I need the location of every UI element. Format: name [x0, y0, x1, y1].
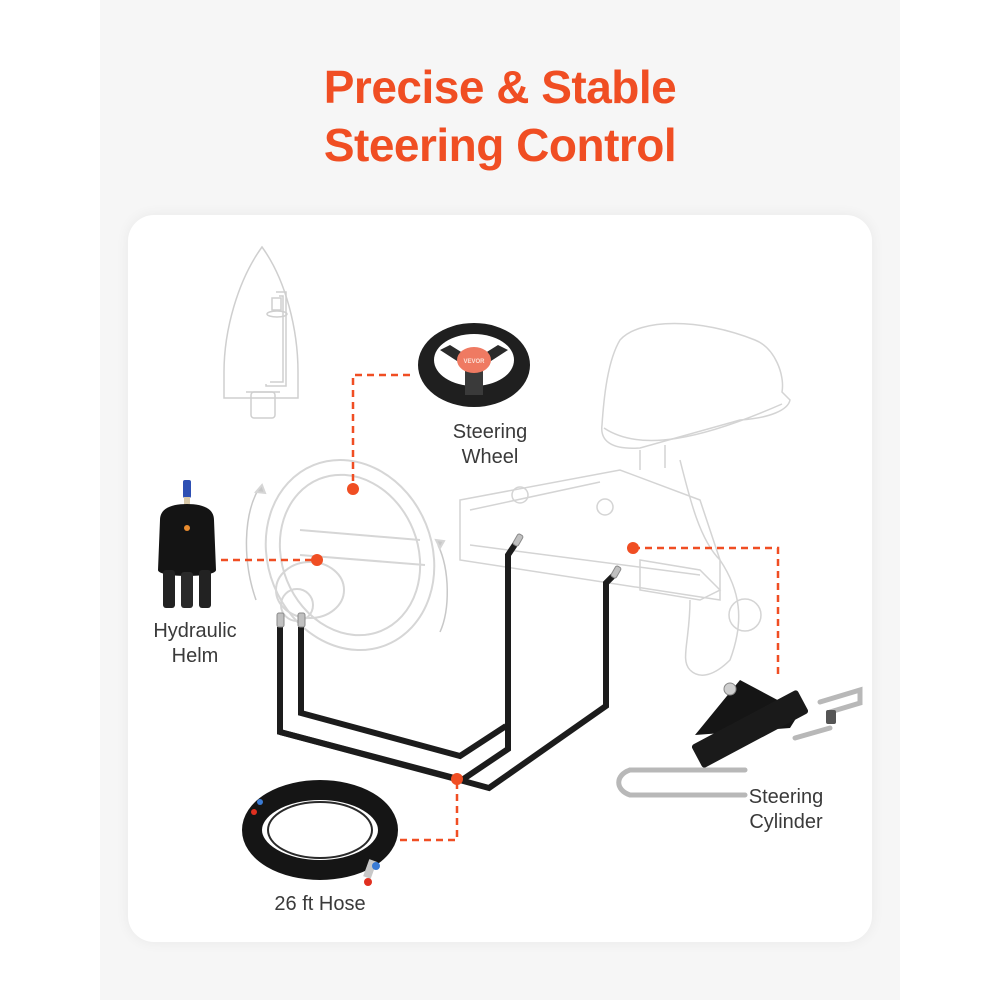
dot-steering-cylinder — [627, 542, 639, 554]
callout-steering-wheel — [351, 373, 410, 489]
label-steering-wheel-line1: Steering — [452, 421, 528, 443]
hose-line-2 — [279, 572, 617, 792]
label-steering-cylinder-line1: Steering — [748, 786, 824, 808]
hydraulic-hoses — [277, 541, 617, 792]
callout-steering-cylinder — [633, 546, 780, 676]
steering-wheel-sketch-icon — [245, 458, 448, 652]
brand-badge: VEVOR — [463, 359, 485, 365]
hose-coil-product-image — [242, 780, 398, 886]
hydraulic-helm-product-image — [158, 480, 216, 608]
dot-steering-wheel — [347, 483, 359, 495]
callout-dots — [311, 483, 639, 785]
label-steering-wheel-line2: Wheel — [461, 446, 519, 468]
label-hydraulic-helm: Hydraulic Helm — [135, 619, 255, 669]
label-steering-cylinder-line2: Cylinder — [749, 811, 823, 833]
hose-fittings — [276, 533, 622, 628]
title-line-2: Steering Control — [323, 119, 677, 171]
dot-hydraulic-helm — [311, 554, 323, 566]
steering-cylinder-product-image — [616, 680, 863, 798]
label-steering-wheel: Steering Wheel — [430, 420, 550, 470]
label-hose: 26 ft Hose — [250, 892, 390, 917]
hose-line-1 — [277, 541, 519, 784]
label-hydraulic-helm-line1: Hydraulic — [153, 620, 237, 642]
hose-line-1b — [298, 627, 508, 760]
page-title: Precise & Stable Steering Control — [100, 58, 900, 174]
title-line-1: Precise & Stable — [323, 61, 677, 113]
label-hose-line1: 26 ft Hose — [274, 893, 366, 915]
steering-wheel-product-image: VEVOR — [418, 323, 530, 407]
label-hydraulic-helm-line2: Helm — [171, 645, 219, 667]
callout-lines — [221, 373, 780, 842]
boat-outline-icon — [223, 245, 299, 419]
dot-hose — [451, 773, 463, 785]
callout-hose — [400, 779, 459, 842]
label-steering-cylinder: Steering Cylinder — [726, 785, 846, 835]
